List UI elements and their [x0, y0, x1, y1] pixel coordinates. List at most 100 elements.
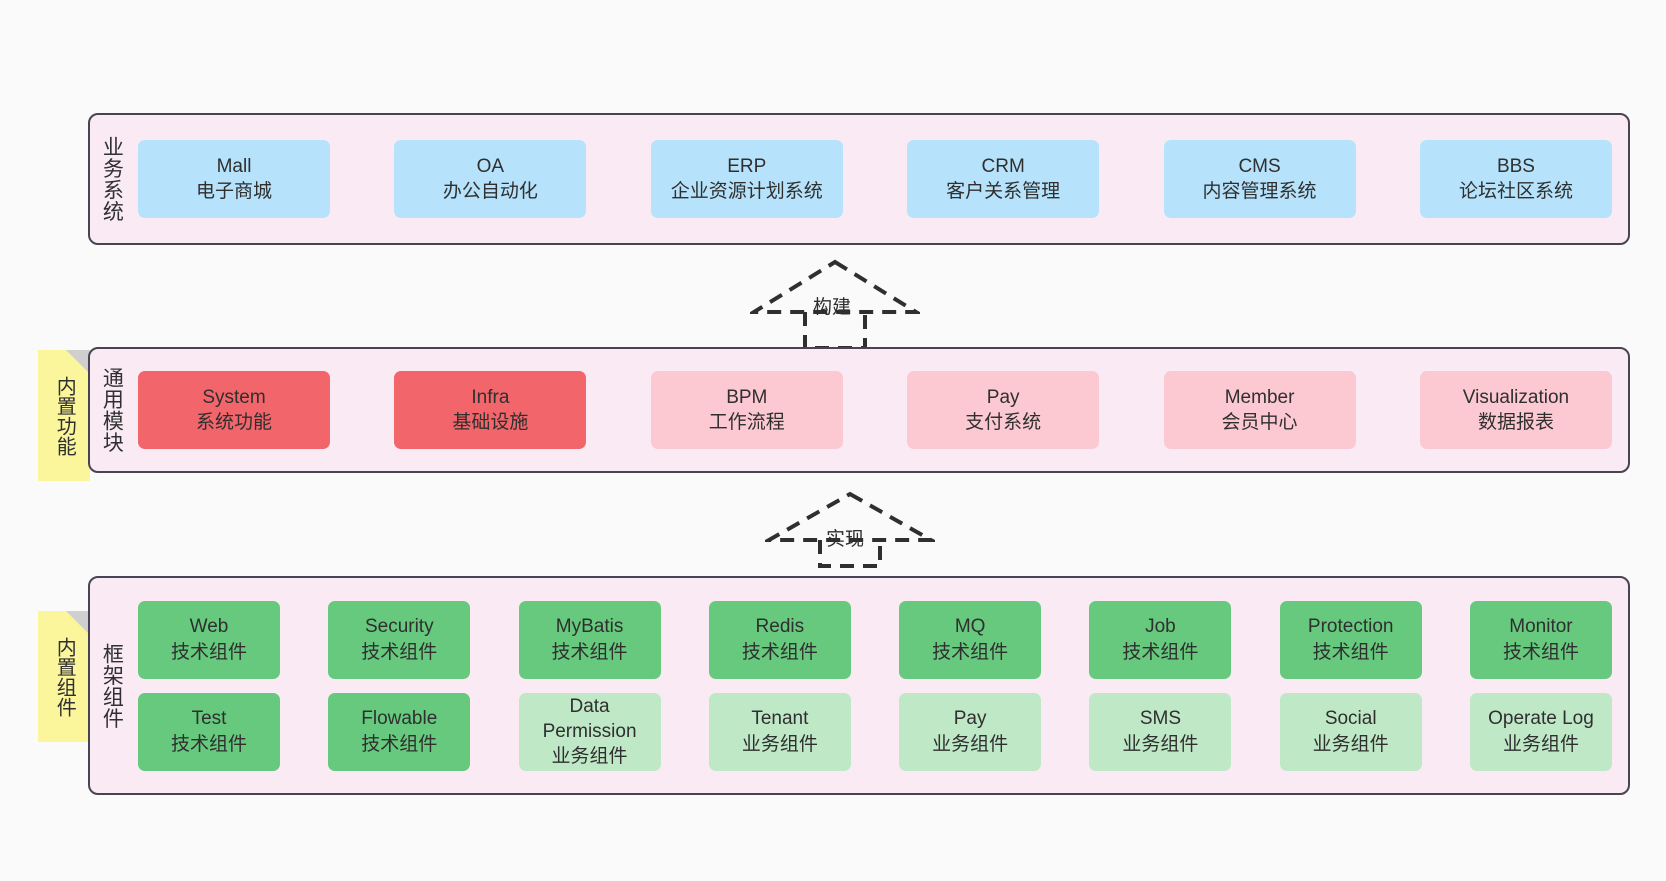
node-monitor[interactable]: Monitor 技术组件 [1469, 600, 1612, 679]
node-member-cn: 会员中心 [1221, 412, 1298, 433]
node-sms[interactable]: SMS 业务组件 [1089, 692, 1232, 771]
layer-framework-component[interactable]: 框架组件 Web 技术组件 Security 技术组件 MyBatis 技术组件… [88, 576, 1630, 795]
node-web[interactable]: Web 技术组件 [138, 600, 280, 679]
node-flowable[interactable]: Flowable 技术组件 [328, 692, 471, 771]
node-redis[interactable]: Redis 技术组件 [708, 600, 851, 679]
common-row: System 系统功能 Infra 基础设施 BPM 工作流程 Pay 支付系统… [138, 371, 1612, 449]
node-operate-log-en: Operate Log [1488, 708, 1594, 730]
arrow-build-icon [746, 259, 924, 350]
node-system[interactable]: System 系统功能 [138, 371, 330, 449]
node-mq[interactable]: MQ 技术组件 [899, 600, 1042, 679]
node-erp[interactable]: ERP 企业资源计划系统 [650, 140, 843, 218]
layer-common-module-body: System 系统功能 Infra 基础设施 BPM 工作流程 Pay 支付系统… [132, 349, 1628, 471]
node-protection[interactable]: Protection 技术组件 [1279, 600, 1422, 679]
node-monitor-cn: 技术组件 [1502, 641, 1579, 663]
node-security[interactable]: Security 技术组件 [328, 600, 471, 679]
node-crm-en: CRM [981, 155, 1025, 177]
node-member[interactable]: Member 会员中心 [1163, 371, 1356, 449]
node-protection-en: Protection [1307, 616, 1394, 638]
node-mall-en: Mall [216, 155, 252, 177]
node-cms-cn: 内容管理系统 [1202, 181, 1317, 202]
node-test-en: Test [191, 708, 227, 730]
layer-common-module-title: 通用模块 [100, 367, 124, 453]
node-bbs-cn: 论坛社区系统 [1458, 181, 1573, 202]
node-bpm-cn: 工作流程 [708, 412, 785, 433]
node-web-en: Web [189, 616, 229, 638]
node-social-cn: 业务组件 [1312, 733, 1389, 755]
node-social-en: Social [1324, 708, 1377, 730]
sticky-builtin-component-label: 内置组件 [53, 636, 76, 717]
node-erp-cn: 企业资源计划系统 [670, 181, 823, 202]
node-sms-cn: 业务组件 [1122, 733, 1199, 755]
business-row: Mall 电子商城 OA 办公自动化 ERP 企业资源计划系统 CRM 客户关系… [138, 140, 1612, 218]
node-oa-en: OA [476, 155, 505, 177]
layer-business-system[interactable]: 业务系统 Mall 电子商城 OA 办公自动化 ERP 企业资源计划系统 CRM… [88, 113, 1630, 245]
node-tenant[interactable]: Tenant 业务组件 [708, 692, 851, 771]
sticky-fold-corner-icon [66, 611, 90, 635]
node-sms-en: SMS [1139, 708, 1181, 730]
node-data-permission-cn: 业务组件 [551, 746, 628, 768]
node-data-permission-en: Data Permission [542, 695, 637, 742]
node-security-cn: 技术组件 [361, 641, 438, 663]
node-mybatis[interactable]: MyBatis 技术组件 [518, 600, 661, 679]
layer-framework-component-body: Web 技术组件 Security 技术组件 MyBatis 技术组件 Redi… [132, 578, 1628, 793]
node-social[interactable]: Social 业务组件 [1279, 692, 1422, 771]
sticky-fold-corner-icon [66, 350, 90, 374]
arrow-implement [761, 490, 939, 568]
node-job[interactable]: Job 技术组件 [1089, 600, 1232, 679]
node-security-en: Security [364, 616, 434, 638]
layer-common-module[interactable]: 通用模块 System 系统功能 Infra 基础设施 BPM 工作流程 Pay… [88, 347, 1630, 473]
node-tenant-cn: 业务组件 [741, 733, 818, 755]
node-flowable-cn: 技术组件 [361, 733, 438, 755]
framework-tech-row: Web 技术组件 Security 技术组件 MyBatis 技术组件 Redi… [138, 600, 1612, 679]
framework-business-row: Test 技术组件 Flowable 技术组件 Data Permission … [138, 692, 1612, 771]
node-crm-cn: 客户关系管理 [946, 181, 1061, 202]
arrow-build [746, 258, 924, 350]
node-job-cn: 技术组件 [1122, 641, 1199, 663]
node-visualization-en: Visualization [1462, 386, 1570, 408]
node-system-en: System [202, 386, 266, 408]
node-web-cn: 技术组件 [170, 641, 247, 663]
node-bpm[interactable]: BPM 工作流程 [650, 371, 843, 449]
node-mall-cn: 电子商城 [195, 181, 272, 202]
sticky-builtin-function[interactable]: 内置功能 [38, 350, 90, 481]
node-oa[interactable]: OA 办公自动化 [394, 140, 587, 218]
node-pay-module-en: Pay [986, 386, 1020, 408]
node-job-en: Job [1145, 616, 1176, 638]
node-cms-en: CMS [1238, 155, 1281, 177]
sticky-builtin-function-label: 内置功能 [53, 375, 76, 456]
node-pay-module-cn: 支付系统 [965, 412, 1042, 433]
node-crm[interactable]: CRM 客户关系管理 [907, 140, 1100, 218]
node-oa-cn: 办公自动化 [442, 181, 538, 202]
layer-business-system-title: 业务系统 [100, 136, 124, 222]
node-infra[interactable]: Infra 基础设施 [394, 371, 587, 449]
node-pay-component-cn: 业务组件 [932, 733, 1009, 755]
node-visualization-cn: 数据报表 [1477, 412, 1554, 433]
node-visualization[interactable]: Visualization 数据报表 [1419, 371, 1612, 449]
node-pay-component[interactable]: Pay 业务组件 [899, 692, 1042, 771]
node-erp-en: ERP [727, 155, 767, 177]
node-bbs[interactable]: BBS 论坛社区系统 [1419, 140, 1612, 218]
node-cms[interactable]: CMS 内容管理系统 [1163, 140, 1356, 218]
node-operate-log[interactable]: Operate Log 业务组件 [1469, 692, 1612, 771]
node-test-cn: 技术组件 [170, 733, 247, 755]
node-test[interactable]: Test 技术组件 [138, 692, 280, 771]
node-system-cn: 系统功能 [195, 412, 272, 433]
node-bbs-en: BBS [1496, 155, 1535, 177]
sticky-builtin-component[interactable]: 内置组件 [38, 611, 90, 742]
node-operate-log-cn: 业务组件 [1502, 733, 1579, 755]
node-mall[interactable]: Mall 电子商城 [138, 140, 330, 218]
layer-framework-component-title: 框架组件 [100, 642, 124, 729]
node-mybatis-en: MyBatis [555, 616, 624, 638]
arrow-implement-icon [761, 491, 939, 568]
node-infra-cn: 基础设施 [452, 412, 529, 433]
node-data-permission[interactable]: Data Permission 业务组件 [518, 692, 661, 771]
node-pay-component-en: Pay [953, 708, 987, 730]
node-pay-module[interactable]: Pay 支付系统 [907, 371, 1100, 449]
node-redis-en: Redis [755, 616, 805, 638]
arrow-implement-label: 实现 [826, 529, 865, 550]
node-member-en: Member [1224, 386, 1295, 408]
node-flowable-en: Flowable [361, 708, 438, 730]
node-mq-cn: 技术组件 [932, 641, 1009, 663]
